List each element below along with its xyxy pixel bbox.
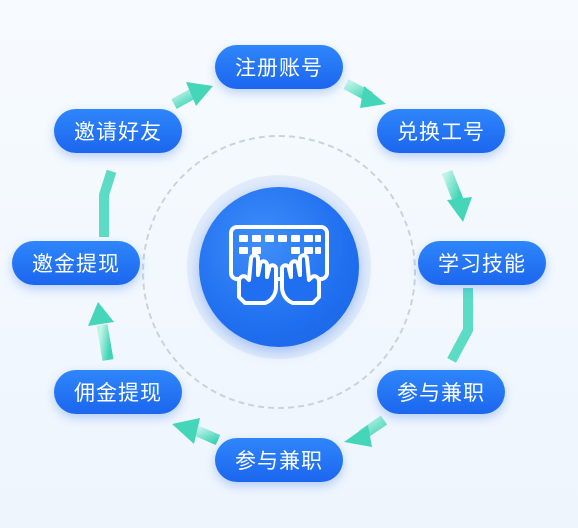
arrow-6: [88, 302, 114, 361]
arrow-3: [447, 288, 473, 363]
step-invite-friends: 邀请好友: [54, 109, 182, 153]
arrow-8: [171, 82, 213, 109]
arrow-2: [441, 169, 472, 222]
step-learn-skills: 学习技能: [418, 241, 546, 285]
step-invite-bonus-withdraw: 邀金提现: [12, 241, 140, 285]
arrow-5: [172, 418, 221, 446]
arrow-1: [343, 79, 386, 108]
step-join-part-time-right: 参与兼职: [377, 370, 505, 414]
step-commission-withdraw: 佣金提现: [54, 370, 182, 414]
arrow-4: [344, 415, 388, 447]
dashed-ring: [142, 135, 416, 409]
keyboard-typing-hands-icon: [229, 225, 329, 305]
arrow-7: [99, 169, 117, 237]
center-circle: [199, 187, 359, 347]
step-redeem-work-id: 兑换工号: [377, 109, 505, 153]
step-join-part-time-bottom: 参与兼职: [215, 438, 343, 482]
step-register-account: 注册账号: [215, 45, 343, 89]
